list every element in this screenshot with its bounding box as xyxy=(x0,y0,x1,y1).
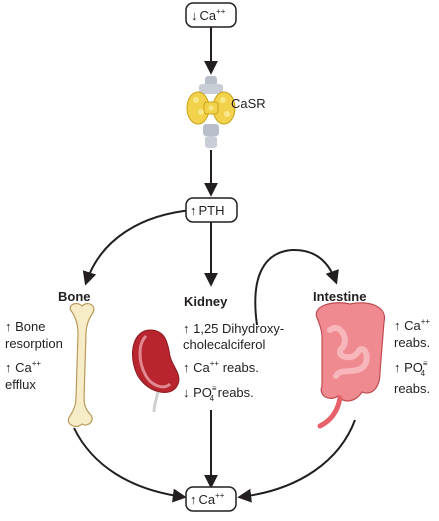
kidney-line1: ↑ 1,25 Dihydroxy- xyxy=(183,321,284,336)
intestine-line4: reabs. xyxy=(394,381,430,396)
arrow-bone-to-ca xyxy=(73,427,187,503)
bone-line2: resorption xyxy=(5,336,63,351)
intestine-line3: ↑ PO≡4 xyxy=(394,359,428,378)
box-ca-increase-label: ↑Ca++ xyxy=(190,491,225,507)
box-pth-increase: ↑PTH xyxy=(185,197,238,223)
bone-icon xyxy=(67,302,95,428)
box-pth-label: ↑PTH xyxy=(190,203,225,218)
kidney-line4: ↓ PO≡4 reabs. xyxy=(183,384,254,403)
arrows xyxy=(73,27,356,503)
kidney-icon xyxy=(132,329,180,413)
bone-line3: ↑ Ca++ xyxy=(5,359,41,375)
box-ca-increase-frame xyxy=(185,486,237,512)
intestine-icon xyxy=(315,302,386,429)
box-ca-decrease: ↓Ca++ xyxy=(185,2,237,28)
box-ca-decrease-frame xyxy=(185,2,237,28)
intestine-line1: ↑ Ca++ xyxy=(394,317,430,333)
casr-label: CaSR xyxy=(231,96,266,111)
kidney-title: Kidney xyxy=(184,294,228,309)
box-pth-frame xyxy=(185,197,238,223)
arrow-pth-to-bone xyxy=(82,209,193,286)
bone-line4: efflux xyxy=(5,377,36,392)
kidney-line2: cholecalciferol xyxy=(183,337,265,352)
kidney-line3: ↑ Ca++ reabs. xyxy=(183,359,259,375)
bone-title: Bone xyxy=(58,289,91,304)
bone-line1: ↑ Bone xyxy=(5,319,45,334)
intestine-title: Intestine xyxy=(313,289,366,304)
intestine-line2: reabs. xyxy=(394,335,430,350)
arrow-intestine-to-ca xyxy=(237,419,356,503)
thyroid-icon xyxy=(186,76,236,148)
box-ca-decrease-label: ↓Ca++ xyxy=(191,7,226,23)
box-ca-increase: ↑Ca++ xyxy=(185,486,237,512)
arrow-kidney-to-intestine xyxy=(254,248,339,326)
